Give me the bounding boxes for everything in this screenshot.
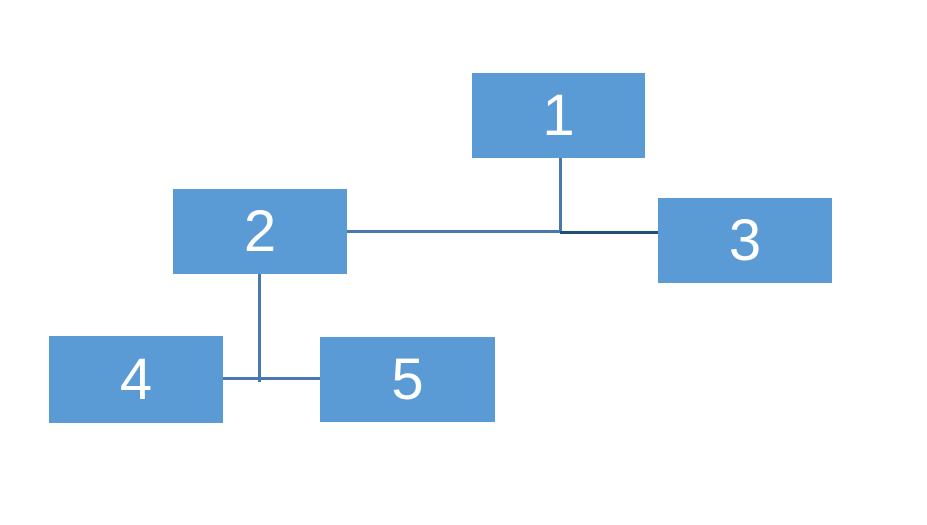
connector-junction-to-node3	[560, 231, 658, 234]
connector-node4-to-node5	[223, 377, 320, 380]
node-2-label: 2	[243, 198, 277, 264]
diagram-node-2: 2	[173, 189, 347, 274]
diagram-node-1: 1	[472, 73, 645, 158]
node-5-label: 5	[391, 346, 424, 412]
connector-node2-to-junction	[347, 230, 562, 233]
diagram-node-4: 4	[49, 336, 223, 423]
node-1-label: 1	[542, 82, 575, 148]
connector-node2-drop	[258, 274, 261, 382]
connector-node1-drop	[559, 158, 562, 233]
diagram-node-3: 3	[658, 198, 832, 283]
node-4-label: 4	[119, 346, 153, 412]
node-3-label: 3	[728, 207, 762, 273]
diagram-node-5: 5	[320, 337, 495, 422]
